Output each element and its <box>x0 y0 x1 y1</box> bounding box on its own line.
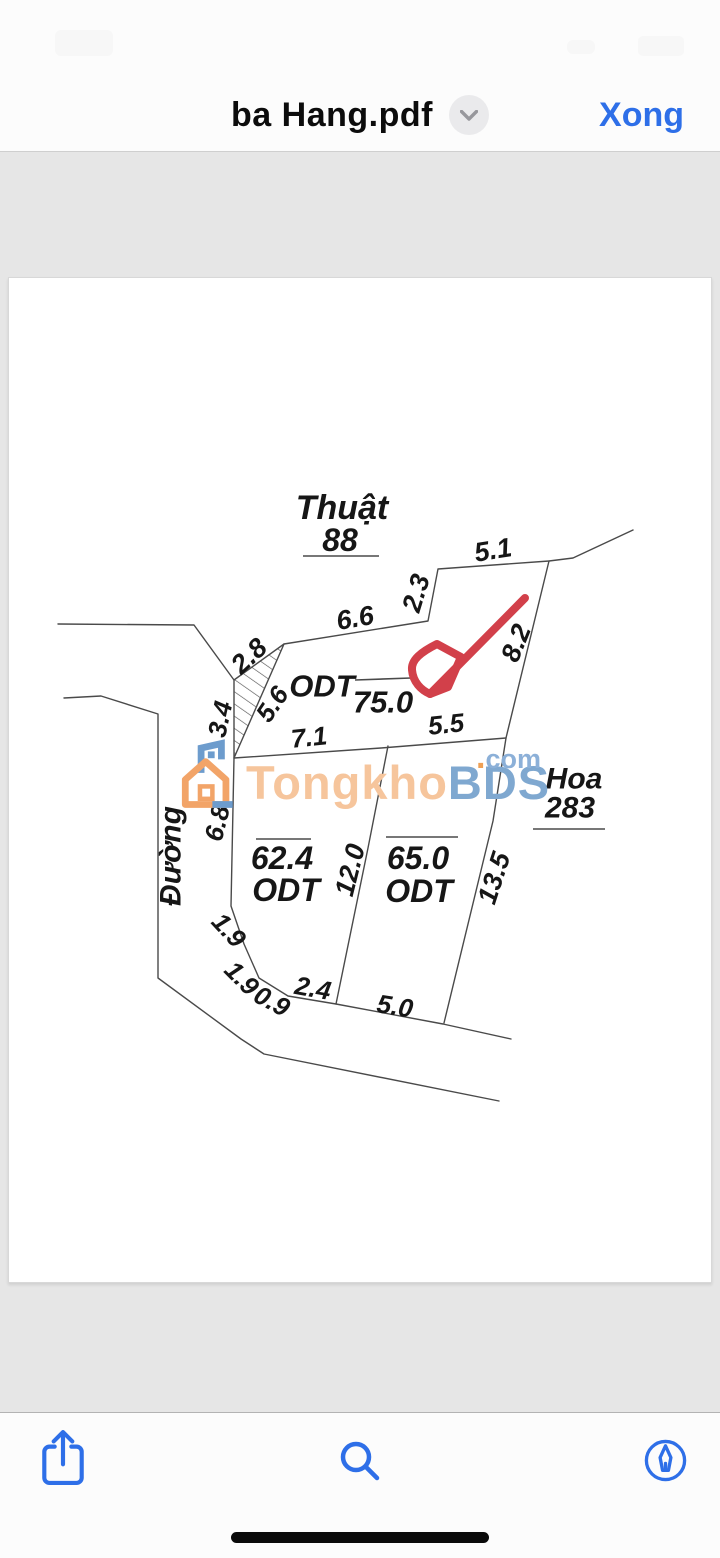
dim-5-0: 5.0 <box>375 988 416 1023</box>
hatched-strip <box>233 643 285 759</box>
parcel-62-area: 62.4 <box>251 840 313 876</box>
parcel-65-area: 65.0 <box>387 840 449 876</box>
status-bar-time <box>55 30 113 56</box>
north-boundary <box>283 529 634 645</box>
chevron-down-icon <box>459 109 478 121</box>
land-parcel-diagram: Thuật 88 5.1 2.3 6.6 2.8 8.2 ODT 75.0 5.… <box>57 489 634 1102</box>
dim-5-5: 5.5 <box>426 707 466 741</box>
road-label: Đường <box>155 806 188 906</box>
red-annotation <box>407 594 529 698</box>
neighbor-thuat-label: Thuật <box>296 489 390 527</box>
dim-6-8: 6.8 <box>198 801 236 844</box>
divider-62-65 <box>335 745 389 1005</box>
dim-2-4: 2.4 <box>292 970 334 1006</box>
road-left-boundary <box>63 695 500 1102</box>
neighbor-thuat-number: 88 <box>322 522 358 558</box>
status-bar-signal-icon <box>567 40 595 54</box>
parcel-west-south-boundary <box>230 757 512 1040</box>
parcel-65-type: ODT <box>385 873 455 909</box>
document-title: ba Hang.pdf <box>231 95 433 134</box>
dim-5-1: 5.1 <box>472 532 514 568</box>
parcel-62-type: ODT <box>252 872 322 908</box>
neighbor-hoa-label: Hoa <box>546 763 603 796</box>
dim-7-1: 7.1 <box>289 720 328 754</box>
neighbor-hoa-number: 283 <box>544 792 595 825</box>
middle-boundary <box>233 737 507 759</box>
nav-bar: ba Hang.pdf Xong <box>0 0 720 152</box>
dim-3-4: 3.4 <box>202 698 239 740</box>
dim-12-0: 12.0 <box>329 841 371 899</box>
home-indicator[interactable] <box>231 1532 489 1543</box>
nav-row: ba Hang.pdf Xong <box>0 60 720 152</box>
parcel-75-area: 75.0 <box>353 685 413 720</box>
search-icon[interactable] <box>336 1437 384 1485</box>
share-icon[interactable] <box>36 1425 90 1489</box>
status-bar-battery-icon <box>638 36 684 56</box>
document-title-group: ba Hang.pdf <box>0 60 720 152</box>
dim-13-5: 13.5 <box>472 847 517 907</box>
parcel-75-type: ODT <box>289 669 358 704</box>
east-boundary <box>443 560 550 1024</box>
road-top-boundary <box>57 623 235 681</box>
bottom-toolbar <box>0 1412 720 1558</box>
done-button[interactable]: Xong <box>599 95 684 134</box>
title-menu-button[interactable] <box>448 95 489 135</box>
leader-odt-75 <box>354 677 412 681</box>
pdf-page[interactable]: Thuật 88 5.1 2.3 6.6 2.8 8.2 ODT 75.0 5.… <box>8 277 712 1283</box>
dim-6-6: 6.6 <box>334 600 377 636</box>
markup-icon[interactable] <box>642 1437 689 1484</box>
